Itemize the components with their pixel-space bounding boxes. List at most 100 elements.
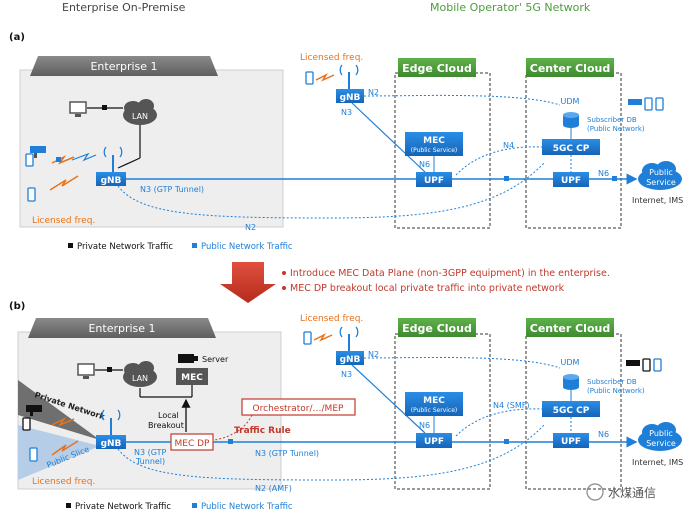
radio-link-icon-b-3 — [313, 333, 333, 342]
camera-icon-b — [26, 405, 42, 416]
phone-icon-b — [22, 417, 31, 431]
bullet-icon-2 — [282, 286, 286, 290]
local-breakout-label-1: Local — [158, 411, 179, 420]
edge-cloud-title: Edge Cloud — [402, 62, 472, 75]
center-cloud-header — [526, 58, 614, 77]
n3-operator-label: N3 — [341, 108, 352, 117]
phone-icon — [25, 153, 34, 167]
lan-computer-icon — [69, 101, 87, 117]
device-group-icon — [628, 97, 664, 111]
gnb-enterprise-label: gNB — [101, 176, 122, 186]
n3-gtp-tunnel-label: N3 (GTP Tunnel) — [140, 185, 204, 194]
gnb-antenna-icon-b — [101, 409, 121, 435]
public-service-cloud-icon — [638, 161, 682, 190]
server-label: Server — [202, 355, 229, 364]
center-cloud-title: Center Cloud — [530, 62, 610, 75]
mec-edge-b — [405, 392, 463, 416]
gnb-operator-label-b: gNB — [340, 355, 361, 365]
upf-edge-label-b: UPF — [424, 437, 444, 447]
udm-label: UDM — [561, 97, 580, 106]
gnb-enterprise-b — [96, 435, 126, 449]
center-cloud-header-b — [526, 318, 614, 337]
mec-edge-label-b: MEC — [423, 396, 445, 406]
legend-private-label: Private Network Traffic — [77, 242, 173, 252]
transition: Introduce MEC Data Plane (non-3GPP equip… — [220, 262, 610, 303]
local-breakout-label-2: Breakout — [148, 421, 184, 430]
public-service-cloud-icon-b — [638, 422, 682, 451]
n3-gtp-tunnel-label-b: N3 (GTP Tunnel) — [255, 449, 319, 458]
subscriber-db-sublabel-b: (Public Network) — [587, 387, 645, 395]
n2-operator-label-b: N2 — [368, 350, 379, 359]
n2-amf-label: N2 (AMF) — [255, 484, 292, 493]
radio-link-icon-b — [51, 417, 75, 427]
n6-center-label: N6 — [598, 169, 609, 178]
fivegc-cp-b — [542, 401, 600, 417]
wechat-icon — [586, 483, 604, 501]
phone-icon-b-2 — [29, 447, 38, 462]
upf-center-label-b: UPF — [561, 437, 581, 447]
enterprise-area-b — [17, 331, 282, 490]
private-traffic-marker-b — [107, 367, 112, 372]
enterprise-area — [19, 69, 284, 228]
n4-link — [455, 146, 543, 176]
transition-line-2: MEC DP breakout local private traffic in… — [290, 283, 565, 294]
database-icon-b — [563, 374, 579, 390]
legend-public-label-b: Public Network Traffic — [201, 502, 293, 512]
lan-computer-icon-b — [77, 363, 95, 379]
gnb-operator-b — [336, 351, 364, 365]
center-cloud-title-b: Center Cloud — [530, 322, 610, 335]
upf-edge-b — [416, 433, 452, 448]
transition-line-1: Introduce MEC Data Plane (non-3GPP equip… — [290, 268, 610, 279]
n3-link — [351, 102, 426, 173]
licensed-freq-enterprise-b: Licensed freq. — [32, 477, 95, 487]
panel-b: (b) Enterprise 1 Private Network Public … — [9, 301, 683, 512]
lan-cloud-icon-b — [123, 361, 157, 387]
licensed-freq-operator: Licensed freq. — [300, 53, 363, 63]
private-network-slice — [18, 380, 100, 440]
mec-edge — [405, 132, 463, 156]
upf-center — [553, 172, 589, 187]
orchestrator-box — [241, 398, 356, 416]
traffic-rule-link — [213, 414, 253, 441]
header-mobile-operator: Mobile Operator' 5G Network — [430, 1, 591, 14]
server-icon — [178, 354, 198, 363]
watermark: 水煤通信 — [586, 483, 656, 501]
mec-edge-sublabel: (Public Service) — [411, 147, 458, 154]
header-enterprise-on-premise: Enterprise On-Premise — [62, 1, 186, 14]
private-traffic-marker — [102, 105, 107, 110]
edge-cloud-header-b — [398, 318, 476, 337]
n4-label: N4 — [503, 141, 514, 150]
licensed-freq-enterprise: Licensed freq. — [32, 216, 95, 226]
camera-icon — [30, 146, 46, 158]
public-traffic-marker-b — [228, 439, 233, 444]
n3-operator-label-b: N3 — [341, 370, 352, 379]
public-traffic-marker-b-2 — [504, 439, 509, 444]
enterprise-title-b: Enterprise 1 — [88, 322, 155, 335]
database-icon — [563, 112, 579, 128]
mec-edge-label: MEC — [423, 136, 445, 146]
panel-b-tag: (b) — [9, 301, 25, 312]
mec-enterprise-label: MEC — [181, 373, 203, 383]
legend-public-swatch — [192, 243, 197, 248]
n4-label-b: N4 (SMF) — [493, 401, 529, 410]
public-slice — [18, 425, 100, 480]
n3-gtp-label-b-1: N3 (GTP — [134, 448, 167, 457]
radio-link-icon-b-2 — [51, 440, 79, 456]
gnb-antenna-icon-2 — [339, 64, 359, 89]
public-traffic-marker-2 — [504, 176, 509, 181]
panel-a-tag: (a) — [9, 32, 25, 43]
public-service-label-1: Public — [649, 168, 673, 177]
legend-private-swatch-b — [66, 503, 71, 508]
subscriber-db-label: Subscriber DB — [587, 116, 637, 124]
public-traffic-marker — [56, 157, 61, 162]
n3-link-b — [351, 364, 426, 434]
radio-link-icon-4 — [315, 73, 335, 82]
phone-icon-2 — [27, 187, 36, 202]
fivegc-cp — [542, 139, 600, 155]
bullet-icon — [282, 271, 286, 275]
edge-cloud-header — [398, 58, 476, 77]
n4-link-b — [455, 408, 543, 437]
enterprise-header-b — [28, 318, 216, 338]
n6-edge-label: N6 — [419, 160, 430, 169]
